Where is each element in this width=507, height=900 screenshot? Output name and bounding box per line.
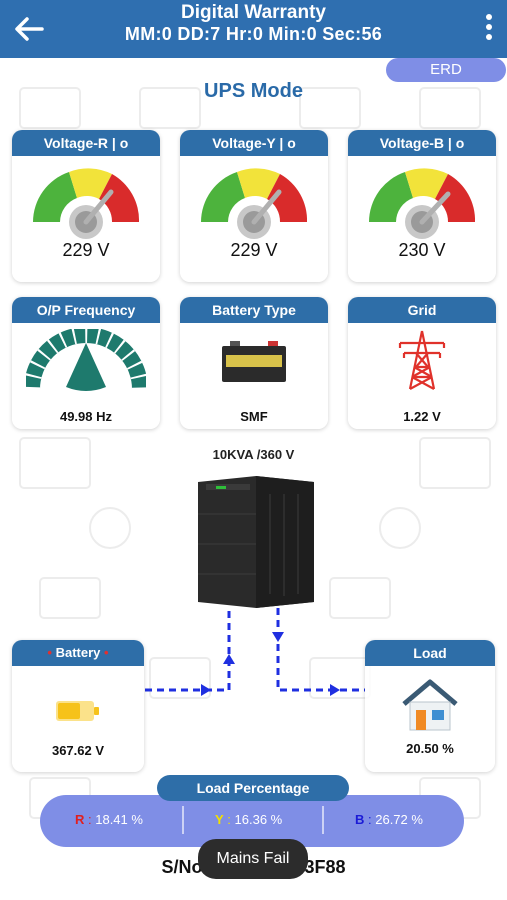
ups-capacity: 10KVA /360 V [212, 447, 295, 462]
voltage-r-value: 229 V [62, 240, 110, 260]
transmission-tower-icon [398, 330, 446, 390]
frequency-label: O/P Frequency [12, 297, 160, 323]
charging-battery-icon [56, 701, 99, 721]
battery-icon [222, 341, 286, 382]
grid-value: 1.22 V [403, 409, 441, 424]
divider [322, 806, 324, 834]
voltage-y-label: Voltage-Y | o [180, 130, 328, 156]
page-title: Digital Warranty [181, 2, 326, 23]
frequency-value: 49.98 Hz [59, 409, 113, 424]
ups-cabinet-icon [198, 476, 314, 608]
phase-y: Y : 16.36 % [215, 812, 283, 827]
battery-type-label: Battery Type [180, 297, 328, 323]
mode-title: UPS Mode [204, 80, 303, 102]
load-card: Load 20.50 % [365, 640, 495, 772]
frequency-card: O/P Frequency 49.98 Hz [12, 297, 160, 429]
charging-dot-icon: • [104, 645, 109, 660]
battery-value: 367.62 V [51, 743, 105, 758]
voltage-y-value: 229 V [230, 240, 278, 260]
voltage-r-card: Voltage-R | o 229 V [12, 130, 160, 282]
battery-type-card: Battery Type SMF [180, 297, 328, 429]
load-percentage-title: Load Percentage [157, 775, 349, 801]
house-icon [402, 679, 458, 731]
kebab-menu-icon[interactable] [483, 14, 495, 46]
status-toast: Mains Fail [198, 839, 308, 879]
battery-label: • Battery • [12, 640, 144, 666]
battery-card: • Battery • 367.62 V [12, 640, 144, 772]
frequency-gauge-icon [26, 329, 146, 391]
gauge-icon [33, 168, 140, 239]
gauge-icon [201, 168, 308, 239]
phase-r: R : 18.41 % [75, 812, 143, 827]
gauge-icon [369, 168, 476, 239]
grid-label: Grid [348, 297, 496, 323]
divider [182, 806, 184, 834]
charging-dot-icon: • [47, 645, 52, 660]
voltage-b-label: Voltage-B | o [348, 130, 496, 156]
voltage-y-card: Voltage-Y | o 229 V [180, 130, 328, 282]
load-label: Load [365, 640, 495, 666]
phase-b: B : 26.72 % [355, 812, 423, 827]
voltage-b-value: 230 V [398, 240, 446, 260]
load-percentage-panel [40, 795, 464, 847]
back-arrow-icon[interactable] [12, 14, 46, 44]
battery-type-value: SMF [240, 409, 268, 424]
erd-button[interactable]: ERD [386, 58, 506, 82]
warranty-timer: MM:0 DD:7 Hr:0 Min:0 Sec:56 [124, 24, 383, 44]
voltage-b-card: Voltage-B | o 230 V [348, 130, 496, 282]
app-header: Digital Warranty MM:0 DD:7 Hr:0 Min:0 Se… [0, 0, 507, 58]
grid-card: Grid 1.22 V [348, 297, 496, 429]
load-value: 20.50 % [406, 741, 454, 756]
voltage-r-label: Voltage-R | o [12, 130, 160, 156]
